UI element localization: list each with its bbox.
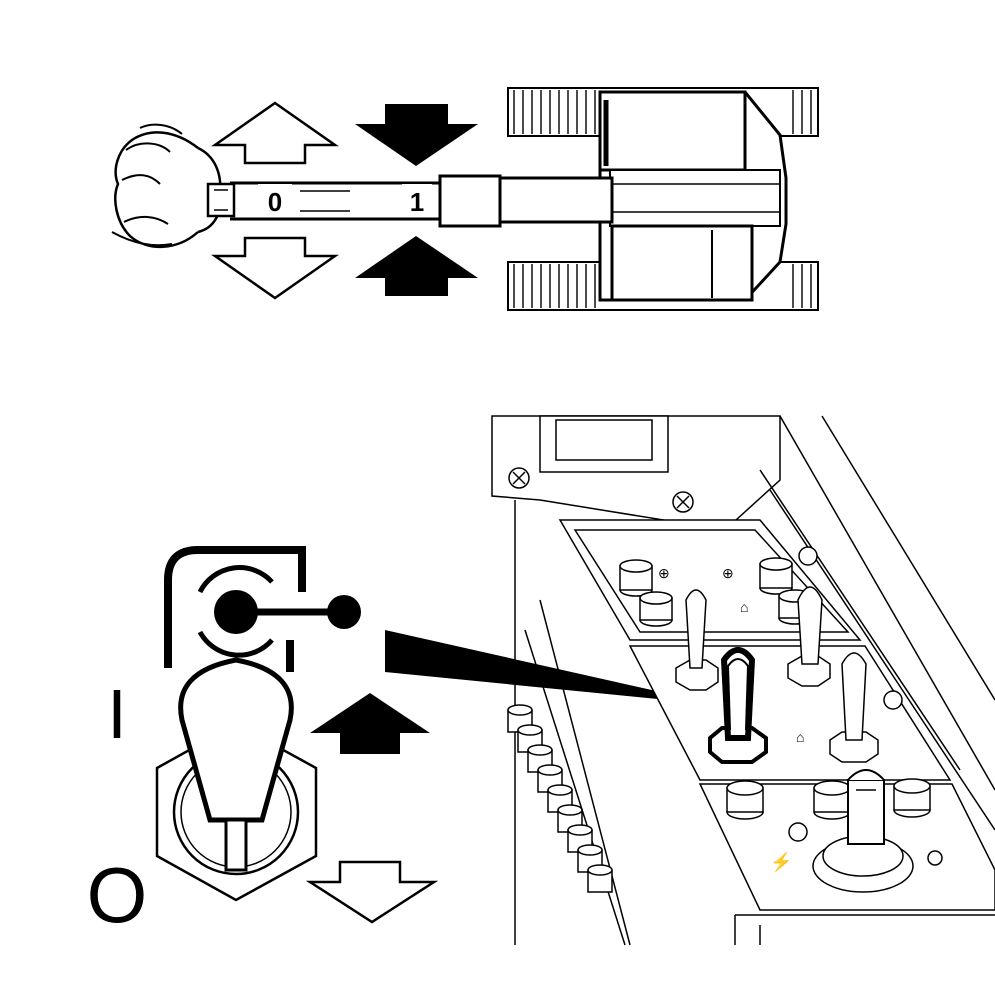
svg-text:⊕: ⊕ — [658, 565, 670, 581]
hollow-arrow-icon — [305, 860, 439, 924]
solid-arrow-up-top — [355, 236, 478, 296]
toggle-switch-icon[interactable] — [178, 657, 294, 823]
panel-toggle-3[interactable] — [829, 652, 879, 763]
svg-text:⌂: ⌂ — [796, 729, 804, 745]
top-figure: 0 1 — [111, 87, 819, 311]
svg-text:⊕: ⊕ — [722, 565, 734, 581]
solid-arrow-icon — [310, 693, 430, 754]
panel-toggle-1[interactable] — [675, 589, 719, 691]
svg-text:⚡: ⚡ — [770, 851, 792, 873]
toggle-switch-detail: I O — [87, 546, 718, 939]
control-panel-view: ⊕ ⊕ ⌂ ⌂ ⚡ — [491, 415, 995, 946]
push-button-1[interactable] — [619, 559, 653, 597]
switch-housing-outline — [164, 546, 306, 668]
svg-text:⌂: ⌂ — [740, 599, 748, 615]
push-button-5[interactable] — [726, 780, 764, 820]
switch-on-marker: I — [107, 675, 126, 753]
push-button-3[interactable] — [639, 591, 673, 627]
side-push-button[interactable] — [587, 864, 613, 893]
solid-arrow-down-top — [355, 104, 478, 166]
boom-arm — [230, 174, 614, 228]
bulldozer-blade-icon — [111, 123, 236, 248]
pointer-wedge — [385, 630, 718, 705]
hollow-arrow-down-top — [211, 236, 339, 300]
key-icon[interactable] — [812, 769, 914, 893]
lower-track-icon — [507, 261, 819, 311]
position-off-label: 0 — [268, 187, 282, 217]
hollow-arrow-up-top — [211, 101, 339, 165]
position-on-label: 1 — [410, 187, 424, 217]
push-button-7[interactable] — [813, 780, 851, 820]
push-button-2[interactable] — [759, 557, 793, 595]
rotating-circuit-icon — [197, 565, 361, 658]
panel-toggle-2[interactable] — [787, 586, 831, 687]
push-button-6[interactable] — [893, 778, 931, 818]
switch-off-marker: O — [87, 851, 148, 939]
machine-body — [598, 90, 788, 302]
panel-toggle-highlighted[interactable] — [708, 647, 768, 764]
